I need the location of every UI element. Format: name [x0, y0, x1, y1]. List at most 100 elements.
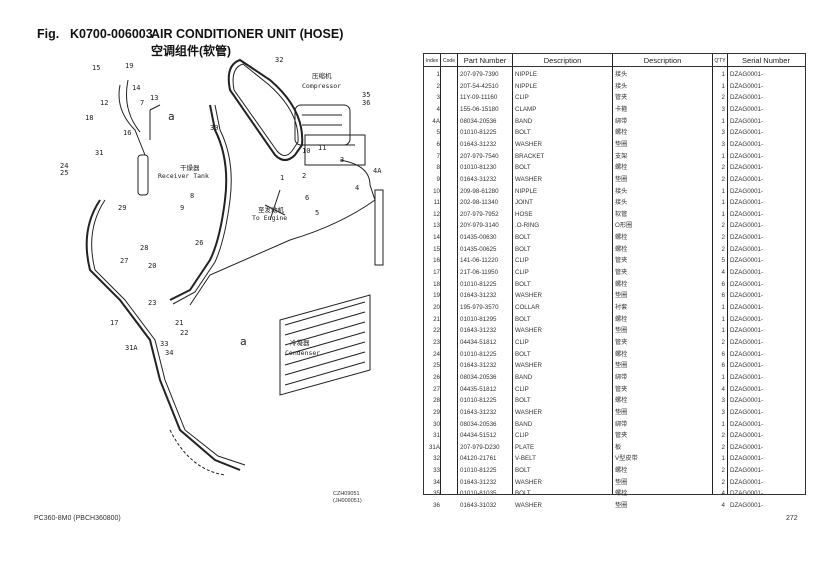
- drawing-number: CZH09051 (JH009051): [333, 491, 362, 505]
- qty-cell: 1: [721, 420, 725, 428]
- index-cell: 27: [433, 385, 440, 393]
- serial-cell: DZAG0001-: [730, 304, 764, 311]
- compressor-label-cn: 压缩机: [312, 71, 332, 80]
- part-number-cell: 202-98-11340: [460, 199, 499, 207]
- description-cn-cell: 垫圈: [615, 408, 628, 416]
- serial-cell: DZAG0001-: [730, 129, 764, 137]
- description-cell: WASHER: [515, 292, 542, 300]
- part-number-cell: 01643-31232: [460, 362, 497, 370]
- qty-cell: 1: [721, 152, 725, 160]
- callout-number: 11: [318, 144, 326, 152]
- description-cn-cell: 管夹: [615, 338, 628, 346]
- serial-cell: DZAG0001-: [730, 327, 764, 335]
- description-cn-cell: 绑带: [615, 117, 628, 125]
- part-number-cell: 20T-54-42510: [460, 82, 499, 90]
- description-cn-cell: 接头: [615, 82, 628, 90]
- qty-cell: 3: [721, 140, 725, 148]
- index-cell: 14: [433, 234, 440, 242]
- description-cn-cell: 螺栓: [615, 315, 628, 323]
- hose: [118, 79, 146, 156]
- callout-number: 15: [92, 64, 100, 72]
- index-cell: 23: [433, 338, 440, 346]
- index-cell: 11: [433, 199, 440, 207]
- index-cell: 19: [433, 292, 440, 300]
- qty-cell: 2: [721, 467, 725, 475]
- serial-cell: DZAG0001-: [730, 187, 764, 195]
- serial-cell: DZAG0001-: [730, 175, 764, 183]
- serial-cell: DZAG0001-: [730, 467, 764, 475]
- v-belt: [227, 58, 304, 161]
- part-number-cell: 01010-81225: [460, 280, 497, 288]
- serial-cell: DZAG0001-: [730, 338, 764, 346]
- index-cell: 31A: [428, 443, 440, 451]
- compressor: [294, 104, 366, 166]
- page-title-cn: 空调组件(软管): [151, 44, 231, 58]
- description-cn-cell: 垫圈: [615, 175, 628, 183]
- callout-number: 17: [110, 319, 118, 327]
- part-number-cell: 01010-81225: [460, 129, 497, 137]
- header-part-number: Part Number: [463, 56, 507, 65]
- part-number-cell: 01010-81225: [460, 467, 497, 475]
- description-cn-cell: 接头: [615, 187, 628, 195]
- drawing-number-text: CZH09051: [333, 491, 360, 497]
- serial-cell: DZAG0001-: [730, 432, 764, 440]
- condenser: [279, 294, 371, 396]
- callout-number: 4: [355, 184, 359, 192]
- index-cell: 28: [433, 397, 440, 405]
- serial-cell: DZAG0001-: [730, 280, 764, 288]
- description-cn-cell: 垫圈: [615, 140, 628, 148]
- part-number-cell: 01435-00625: [460, 245, 497, 253]
- qty-cell: 1: [721, 455, 725, 463]
- part-number-cell: 01643-31232: [460, 408, 497, 416]
- part-number-cell: 01010-81225: [460, 397, 497, 405]
- index-cell: 36: [433, 502, 440, 510]
- description-cell: BOLT: [515, 129, 531, 137]
- description-cell: BOLT: [515, 350, 531, 358]
- serial-cell: DZAG0001-: [730, 257, 764, 265]
- callout-number: 30: [210, 124, 218, 132]
- callout-number: 28: [140, 244, 148, 252]
- part-number-cell: 04435-51812: [460, 385, 497, 393]
- callout-number: 31: [95, 149, 103, 157]
- description-cell: BOLT: [515, 245, 531, 253]
- part-number-cell: 21T-06-11950: [460, 269, 499, 277]
- description-cell: CLIP: [515, 269, 529, 277]
- page-title: AIR CONDITIONER UNIT (HOSE): [151, 27, 344, 41]
- serial-cell: DZAG0001-: [730, 502, 764, 510]
- description-cn-cell: 软管: [615, 210, 628, 218]
- index-cell: 3: [436, 94, 440, 102]
- qty-cell: 3: [721, 408, 725, 416]
- part-number-cell: 08034-20536: [460, 420, 497, 428]
- description-cn-cell: 螺栓: [615, 397, 628, 405]
- callout-number: 12: [100, 99, 108, 107]
- description-cell: JOINT: [515, 199, 533, 207]
- qty-cell: 1: [721, 82, 725, 90]
- description-cell: PLATE: [515, 443, 535, 451]
- qty-cell: 1: [721, 187, 725, 195]
- description-cn-cell: 支架: [615, 152, 628, 160]
- callout-number: 18: [85, 114, 93, 122]
- qty-cell: 2: [721, 175, 725, 183]
- description-cn-cell: 板: [615, 443, 622, 451]
- header-description: Description: [543, 56, 582, 65]
- index-cell: 26: [433, 373, 440, 381]
- description-cell: BAND: [515, 373, 533, 381]
- part-number-cell: 207-979-7540: [460, 152, 499, 160]
- description-cell: WASHER: [515, 175, 542, 183]
- receiver-label: Receiver Tank: [158, 172, 209, 180]
